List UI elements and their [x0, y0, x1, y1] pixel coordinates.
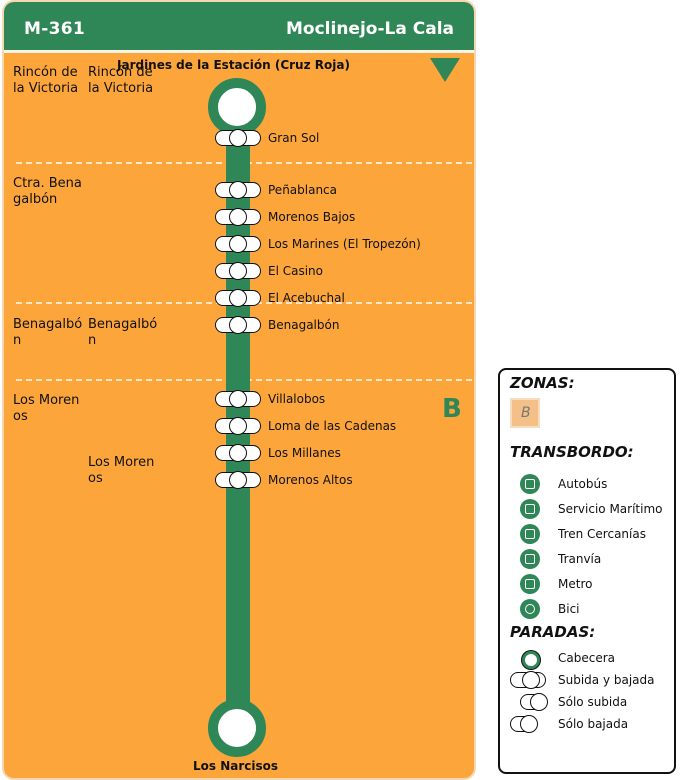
stop-label: Gran Sol	[268, 131, 320, 145]
solo-bajada-icon	[510, 715, 558, 734]
tram-icon	[520, 549, 540, 569]
zone-swatch: B	[510, 398, 540, 428]
legend-transbordo-label: Autobús	[558, 477, 608, 491]
stop-marker[interactable]	[215, 289, 263, 308]
area-label: Ctra. Benagalbón	[13, 176, 82, 207]
legend-transbordo-label: Bici	[558, 602, 580, 616]
legend-transbordo-label: Metro	[558, 577, 593, 591]
metro-icon	[520, 574, 540, 594]
route-line	[226, 102, 250, 722]
stop-label: Los Millanes	[268, 446, 341, 460]
legend-transbordo-label: Tren Cercanías	[558, 527, 646, 541]
area-label: Rincón de la Victoria	[13, 65, 79, 96]
ferry-icon	[520, 499, 540, 519]
stop-marker[interactable]	[215, 417, 263, 436]
stop-label: Benagalbón	[268, 318, 340, 332]
stop-marker[interactable]	[215, 129, 263, 148]
stop-marker[interactable]	[215, 262, 263, 281]
area-label: Los Morenos	[88, 455, 155, 486]
legend-box: ZONAS: B TRANSBORDO: Autobús Servicio Ma…	[498, 368, 676, 774]
stop-marker[interactable]	[215, 444, 263, 463]
legend-parada-label: Cabecera	[558, 651, 615, 665]
stop-marker[interactable]	[215, 181, 263, 200]
subida-bajada-icon	[510, 671, 558, 690]
route-code: M-361	[24, 19, 85, 39]
area-label: Benagalbón	[88, 317, 158, 348]
stop-label: Peñablanca	[268, 183, 338, 197]
legend-zonas-title: ZONAS:	[510, 374, 575, 392]
legend-transbordo-title: TRANSBORDO:	[510, 443, 634, 461]
legend-parada-label: Sólo bajada	[558, 717, 629, 731]
zone-swatch-letter: B	[521, 405, 531, 421]
route-name: Moclinejo-La Cala	[286, 19, 454, 39]
stop-label: Villalobos	[268, 392, 326, 406]
stop-marker[interactable]	[215, 471, 263, 490]
stop-label: El Acebuchal	[268, 291, 345, 305]
area-label: Benagalbón	[13, 317, 83, 348]
stop-marker[interactable]	[215, 390, 263, 409]
legend-paradas-title: PARADAS:	[510, 623, 596, 641]
stop-label: Morenos Bajos	[268, 210, 356, 224]
bicycle-icon	[520, 599, 540, 619]
bus-icon	[520, 474, 540, 494]
route-header: M-361 Moclinejo-La Cala	[4, 2, 474, 53]
cabecera-icon	[522, 651, 540, 669]
stop-label: Los Marines (El Tropezón)	[268, 237, 421, 251]
legend-parada-label: Subida y bajada	[558, 673, 655, 687]
stop-label: Morenos Altos	[268, 473, 353, 487]
zone-letter: B	[442, 394, 462, 424]
stop-label: El Casino	[268, 264, 323, 278]
route-panel: M-361 Moclinejo-La Cala Rincón de la Vic…	[4, 2, 474, 778]
legend-parada-label: Sólo subida	[558, 695, 628, 709]
direction-arrow-icon	[430, 58, 460, 82]
terminal-stop-start[interactable]	[208, 78, 266, 136]
legend-transbordo-label: Tranvía	[558, 552, 602, 566]
stop-marker[interactable]	[215, 235, 263, 254]
stop-marker[interactable]	[215, 208, 263, 227]
terminal-label-start: Jardines de la Estación (Cruz Roja)	[117, 58, 350, 72]
stop-label: Loma de las Cadenas	[268, 419, 397, 433]
area-label: Los Morenos	[13, 393, 80, 424]
area-label: Rincón de la Victoria	[88, 65, 154, 96]
terminal-label-end: Los Narcisos	[193, 759, 279, 773]
train-icon	[520, 524, 540, 544]
terminal-stop-end[interactable]	[208, 699, 266, 757]
legend-transbordo-label: Servicio Marítimo	[558, 502, 663, 516]
stop-marker[interactable]	[215, 316, 263, 335]
solo-subida-icon	[520, 693, 568, 712]
